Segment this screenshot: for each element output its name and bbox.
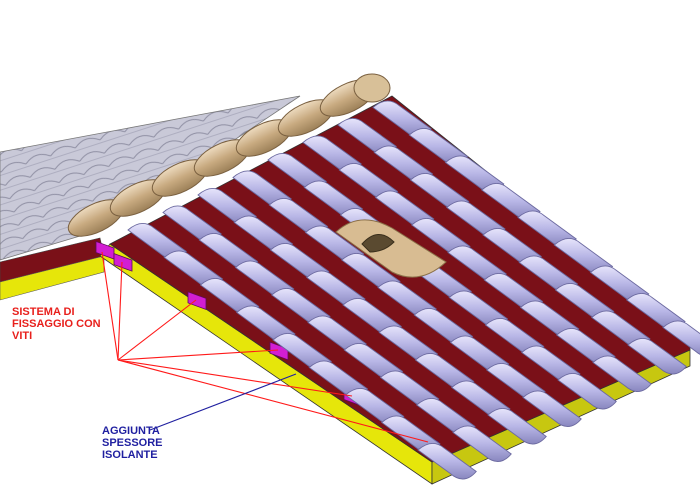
fixing-bracket-icon [113,253,133,272]
fixing-leader-line [117,349,279,361]
back-slope-insulation [0,255,105,301]
fixing-system-label: SISTEMA DI FISSAGGIO CON VITI [12,306,101,342]
fixing-leader-line [117,299,197,361]
roof-tile [557,373,617,410]
roof-tile [417,443,477,480]
roof-tile [592,355,652,392]
fixing-leader-line [117,359,353,397]
ridge-tiles [67,73,391,237]
roof-tile [662,320,700,355]
fixing-bracket-icon [187,291,207,310]
fixing-leader-line [101,251,119,361]
roof-tile [627,338,687,375]
roof-tile [487,408,547,445]
ridge-end-cap [353,73,391,103]
insulation-leader-line [149,373,297,431]
roof-tile [452,425,512,462]
callout-leaders [101,251,429,443]
fixing-leader-line [117,359,429,443]
roof-tile [522,390,582,427]
roof-vent-icon [335,219,447,278]
insulation-label: AGGIUNTA SPESSORE ISOLANTE [102,425,163,461]
fixing-leader-line [117,261,123,361]
fixing-bracket-icon [269,341,289,361]
